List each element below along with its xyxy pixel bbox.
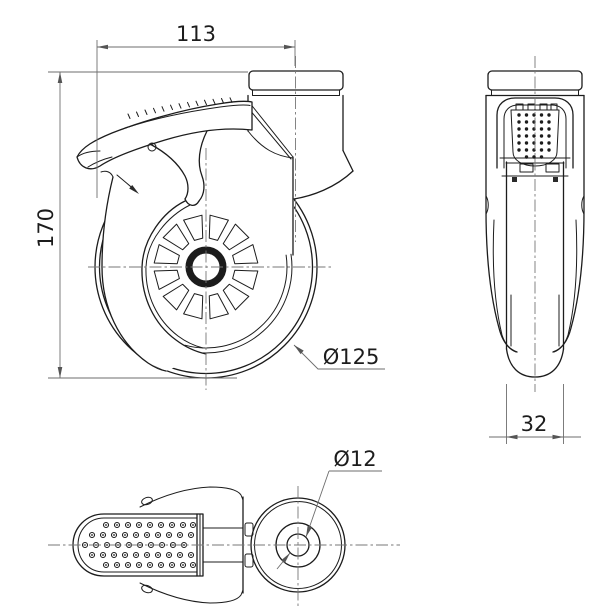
axle-detail [553,177,558,182]
dimension-wheel-diameter: Ø125 [292,343,385,370]
side-fork [485,94,585,353]
lever-serrations [127,97,233,119]
side-wheel [505,161,565,378]
axle-detail [512,177,517,182]
wheel-rim-arcs [183,253,293,354]
dimension-113: 113 [96,22,296,198]
dim-label-113: 113 [176,22,216,46]
fork-edges [100,130,208,372]
stem-housing [247,70,354,256]
dimension-hole-diameter: Ø12 [276,447,382,570]
dim-label-d125: Ø125 [323,345,380,369]
fork-band-fill [101,144,206,371]
fork-plate-fill [194,70,353,255]
front-view [76,70,354,379]
lever-hole [147,142,157,152]
centerlines [48,56,536,606]
dim-label-32: 32 [521,412,548,436]
dim-label-d12: Ø12 [333,447,376,471]
dimension-32: 32 [489,384,581,444]
dim-label-170: 170 [34,208,58,248]
fork-annotation-arrow [116,174,141,196]
side-pedal-dots [517,113,551,159]
dimension-170: 170 [34,71,248,379]
brake-lever [76,97,253,170]
